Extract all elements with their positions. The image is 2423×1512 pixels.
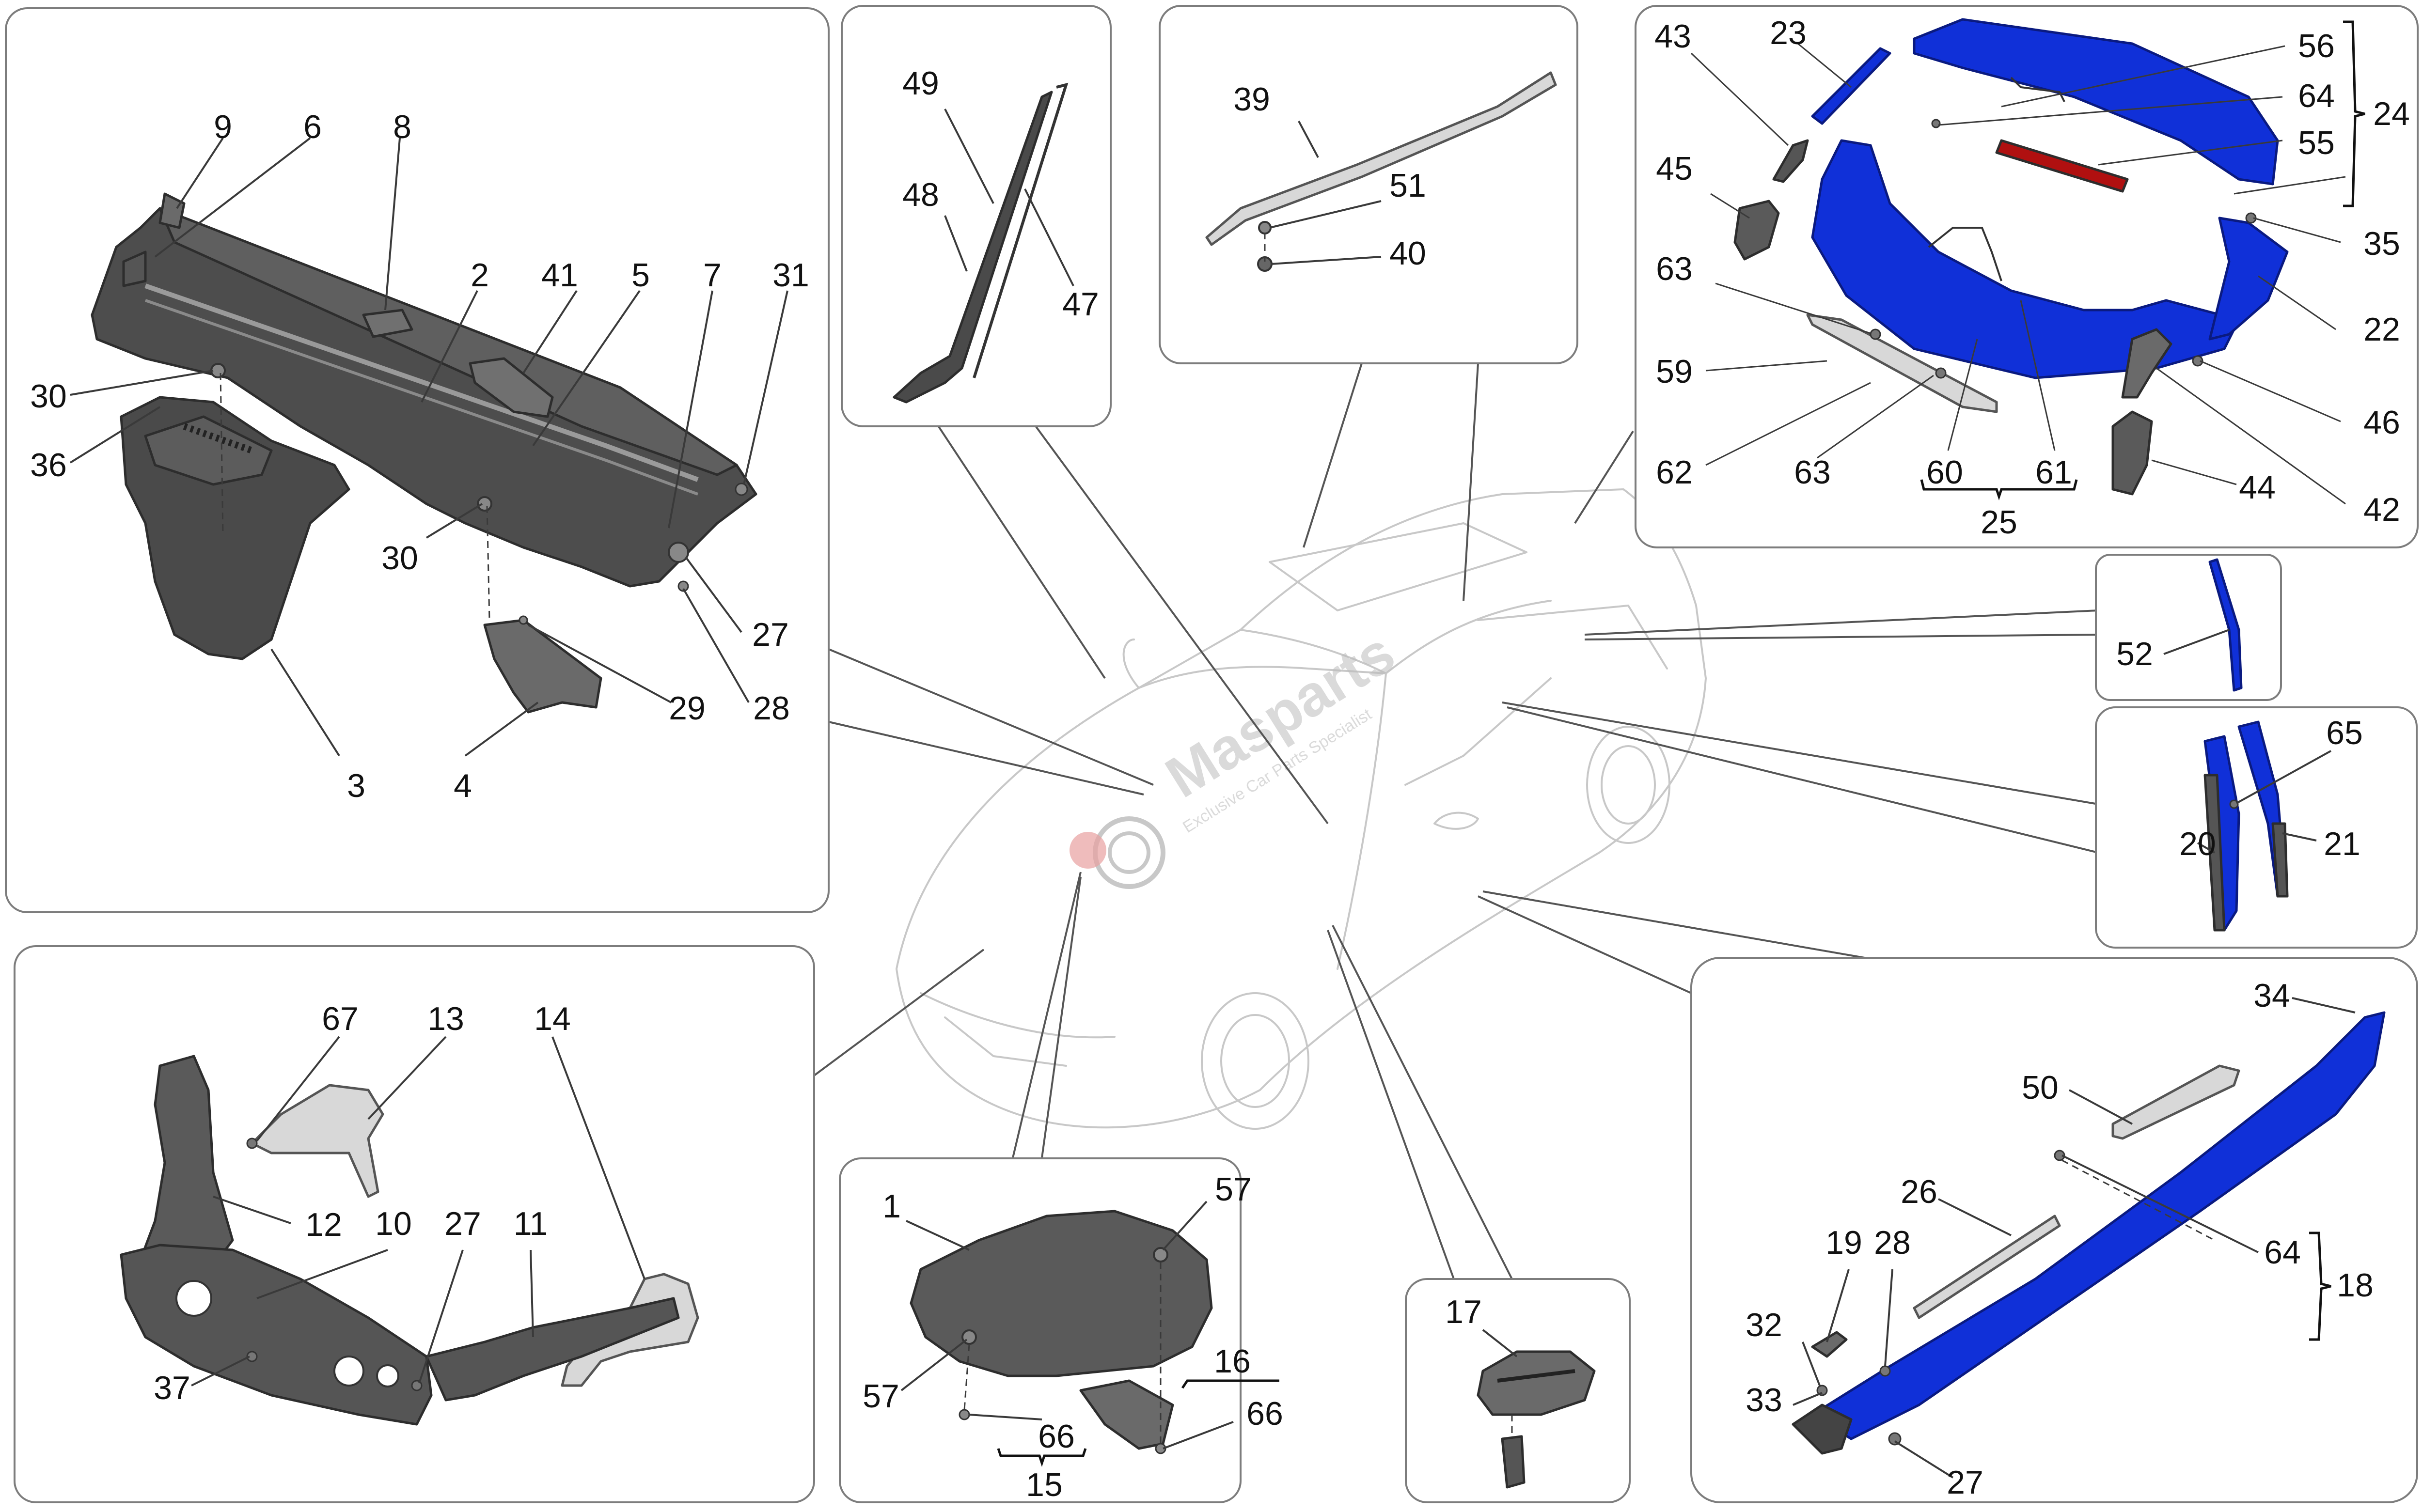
label-tailgate-23: 23 bbox=[1770, 15, 1807, 51]
label-tailgate-35: 35 bbox=[2363, 225, 2400, 262]
label-sill-18: 18 bbox=[2337, 1267, 2374, 1304]
label-tailgate-62: 62 bbox=[1656, 454, 1693, 491]
label-under-16: 16 bbox=[1214, 1343, 1251, 1380]
label-sill-28: 28 bbox=[1874, 1224, 1911, 1261]
label-cowl-4: 4 bbox=[454, 767, 472, 804]
label-door-21: 21 bbox=[2324, 826, 2360, 862]
label-tailgate-46: 46 bbox=[2363, 404, 2400, 441]
label-cowl-30b: 30 bbox=[381, 540, 418, 577]
panel-light: 17 bbox=[1405, 1278, 1631, 1503]
label-sill-26: 26 bbox=[1901, 1173, 1937, 1210]
label-tailgate-42: 42 bbox=[2363, 491, 2400, 528]
label-roof-40: 40 bbox=[1389, 235, 1426, 272]
label-sill-19: 19 bbox=[1825, 1224, 1862, 1261]
panel-roof: 39 51 40 bbox=[1159, 5, 1578, 364]
label-tailgate-56: 56 bbox=[2298, 28, 2335, 64]
label-tailgate-44: 44 bbox=[2239, 469, 2276, 506]
label-front-10: 10 bbox=[375, 1205, 412, 1242]
label-under-15: 15 bbox=[1026, 1466, 1063, 1503]
label-cowl-8: 8 bbox=[393, 109, 411, 145]
label-glass-52: 52 bbox=[2116, 636, 2153, 672]
label-tailgate-25: 25 bbox=[1981, 504, 2017, 541]
panel-underbody: 1 57 57 16 66 66 15 bbox=[839, 1157, 1283, 1503]
panel-cowl: 9 6 8 2 41 5 7 31 30 36 30 27 29 28 3 4 bbox=[5, 7, 830, 913]
label-sill-50: 50 bbox=[2022, 1069, 2059, 1106]
label-cowl-27: 27 bbox=[752, 616, 789, 653]
label-tailgate-60: 60 bbox=[1926, 454, 1963, 491]
label-tailgate-61: 61 bbox=[2035, 454, 2072, 491]
label-under-66a: 66 bbox=[1038, 1418, 1075, 1455]
label-front-13: 13 bbox=[427, 1000, 464, 1037]
label-under-66b: 66 bbox=[1246, 1395, 1283, 1432]
label-cowl-30a: 30 bbox=[30, 378, 67, 415]
panel-door-seal: 65 20 21 bbox=[2095, 706, 2418, 949]
label-sill-64: 64 bbox=[2264, 1234, 2301, 1271]
label-sill-32: 32 bbox=[1746, 1307, 1782, 1343]
label-sill-27: 27 bbox=[1947, 1464, 1983, 1501]
label-front-11: 11 bbox=[514, 1205, 548, 1242]
label-cowl-3: 3 bbox=[347, 767, 365, 804]
car-outline bbox=[896, 488, 1707, 1130]
label-sill-33: 33 bbox=[1746, 1382, 1782, 1418]
label-light-17: 17 bbox=[1445, 1294, 1482, 1330]
label-cowl-9: 9 bbox=[214, 109, 232, 145]
label-under-1: 1 bbox=[882, 1188, 901, 1225]
label-tailgate-22: 22 bbox=[2363, 311, 2400, 348]
label-front-67: 67 bbox=[322, 1000, 359, 1037]
label-tailgate-45: 45 bbox=[1656, 150, 1693, 187]
panel-tailgate: 43 23 56 64 24 55 45 35 63 22 59 46 62 6… bbox=[1635, 5, 2419, 548]
label-sill-34: 34 bbox=[2253, 977, 2290, 1014]
label-cowl-7: 7 bbox=[703, 257, 722, 294]
label-front-12: 12 bbox=[305, 1206, 342, 1243]
label-pillar-47: 47 bbox=[1062, 286, 1099, 323]
label-front-37: 37 bbox=[154, 1370, 190, 1406]
panel-pillar: 49 48 47 bbox=[841, 5, 1112, 427]
label-tailgate-64: 64 bbox=[2298, 78, 2335, 114]
label-roof-51: 51 bbox=[1389, 167, 1426, 204]
label-under-57b: 57 bbox=[863, 1378, 899, 1415]
panel-sill: 34 50 26 19 28 64 18 32 33 27 bbox=[1690, 957, 2418, 1503]
label-tailgate-63b: 63 bbox=[1794, 454, 1831, 491]
label-cowl-28: 28 bbox=[753, 690, 790, 727]
watermark: Masparts Exclusive Car Parts Specialist bbox=[1070, 620, 1406, 889]
label-tailgate-24: 24 bbox=[2373, 95, 2410, 132]
label-cowl-36: 36 bbox=[30, 447, 67, 483]
label-roof-39: 39 bbox=[1233, 81, 1270, 118]
label-pillar-49: 49 bbox=[902, 65, 939, 102]
panel-front-brackets: 67 13 14 12 10 27 11 37 bbox=[14, 945, 815, 1503]
label-tailgate-59: 59 bbox=[1656, 353, 1693, 390]
label-cowl-31: 31 bbox=[772, 257, 809, 294]
label-door-20: 20 bbox=[2179, 826, 2216, 862]
label-tailgate-43: 43 bbox=[1654, 18, 1691, 55]
label-front-14: 14 bbox=[534, 1000, 571, 1037]
label-under-57a: 57 bbox=[1215, 1171, 1252, 1208]
label-cowl-29: 29 bbox=[669, 690, 706, 727]
panel-glass-strip: 52 bbox=[2095, 554, 2282, 701]
label-tailgate-63a: 63 bbox=[1656, 250, 1693, 287]
label-pillar-48: 48 bbox=[902, 176, 939, 213]
label-cowl-41: 41 bbox=[541, 257, 578, 294]
label-front-27: 27 bbox=[444, 1205, 481, 1242]
label-cowl-2: 2 bbox=[471, 257, 489, 294]
label-door-65: 65 bbox=[2326, 715, 2363, 751]
label-cowl-6: 6 bbox=[303, 109, 322, 145]
label-cowl-5: 5 bbox=[631, 257, 650, 294]
label-tailgate-55: 55 bbox=[2298, 125, 2335, 161]
